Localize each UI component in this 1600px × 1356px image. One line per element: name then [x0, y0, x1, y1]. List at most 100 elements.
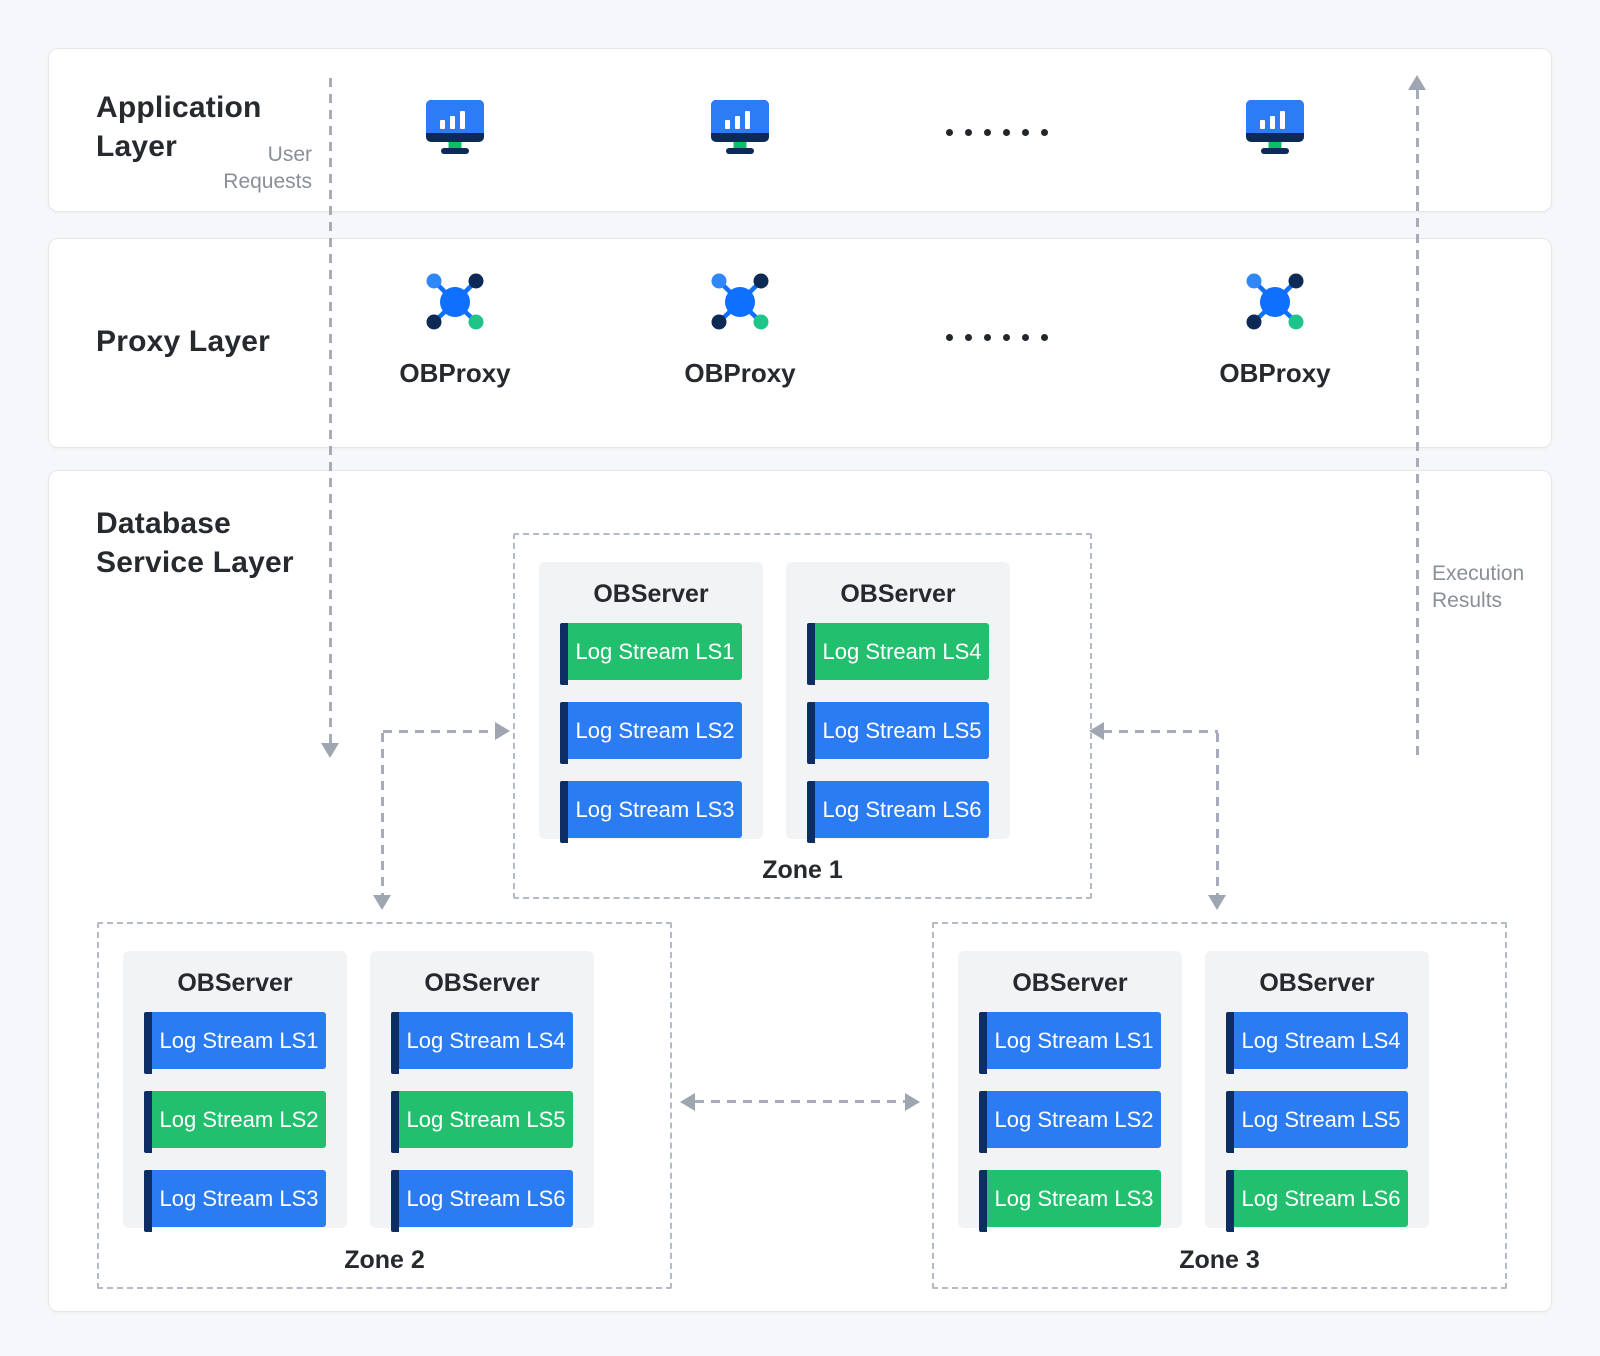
obproxy-label: OBProxy — [684, 358, 796, 388]
observer-card: OBServer Log Stream LS1 Log Stream LS2 L… — [958, 951, 1182, 1232]
zone2-zone3-link-line — [695, 1100, 906, 1103]
client-monitor-icon — [711, 100, 769, 154]
log-stream: Log Stream LS4 — [807, 623, 989, 685]
log-stream: Log Stream LS1 — [560, 623, 742, 685]
dot — [965, 129, 972, 136]
log-stream: Log Stream LS2 — [979, 1091, 1161, 1153]
dot — [965, 334, 972, 341]
log-stream-accent-bar — [807, 781, 815, 843]
log-stream: Log Stream LS2 — [144, 1091, 326, 1153]
obproxy-label: OBProxy — [1219, 358, 1331, 388]
zone-label: Zone 1 — [762, 856, 843, 884]
log-stream: Log Stream LS4 — [1226, 1012, 1408, 1074]
log-stream: Log Stream LS4 — [391, 1012, 573, 1074]
log-stream: Log Stream LS1 — [144, 1012, 326, 1074]
log-stream-accent-bar — [144, 1170, 152, 1232]
zone-label: Zone 2 — [344, 1246, 425, 1274]
log-stream: Log Stream LS5 — [391, 1091, 573, 1153]
execution-results-line2: Results — [1432, 589, 1503, 612]
log-stream-list: Log Stream LS4 Log Stream LS5 Log Stream… — [786, 623, 1010, 843]
log-stream-label: Log Stream LS3 — [987, 1170, 1161, 1227]
log-stream-accent-bar — [391, 1091, 399, 1153]
zone1-link-line-left — [383, 730, 498, 733]
observer-card: OBServer Log Stream LS1 Log Stream LS2 L… — [123, 951, 347, 1232]
log-stream: Log Stream LS3 — [144, 1170, 326, 1232]
user-requests-label: User Requests — [130, 141, 312, 195]
log-stream: Log Stream LS3 — [979, 1170, 1161, 1232]
db-layer-title-line1: Database — [96, 507, 232, 540]
log-stream-accent-bar — [979, 1012, 987, 1074]
log-stream-label: Log Stream LS1 — [568, 623, 742, 680]
log-stream-accent-bar — [144, 1091, 152, 1153]
zone2-link-line — [381, 733, 384, 897]
log-stream-list: Log Stream LS1 Log Stream LS2 Log Stream… — [958, 1012, 1182, 1232]
execution-results-line1: Execution — [1432, 562, 1525, 585]
observer-card: OBServer Log Stream LS4 Log Stream LS5 L… — [786, 562, 1010, 843]
application-layer-title-line1: Application — [96, 91, 262, 124]
proxy-layer-box — [48, 238, 1552, 448]
log-stream-label: Log Stream LS4 — [815, 623, 989, 680]
dot — [984, 334, 991, 341]
user-requests-line2: Requests — [223, 170, 312, 193]
arrow-left-icon — [1089, 722, 1104, 740]
observer-title: OBServer — [840, 580, 956, 608]
log-stream-accent-bar — [979, 1170, 987, 1232]
ellipsis-dots — [946, 129, 1048, 136]
log-stream-label: Log Stream LS5 — [399, 1091, 573, 1148]
obproxy-label: OBProxy — [399, 358, 511, 388]
log-stream-label: Log Stream LS2 — [987, 1091, 1161, 1148]
execution-results-flow-line — [1416, 90, 1419, 760]
log-stream-list: Log Stream LS4 Log Stream LS5 Log Stream… — [1205, 1012, 1429, 1232]
log-stream-label: Log Stream LS6 — [399, 1170, 573, 1227]
log-stream-label: Log Stream LS3 — [568, 781, 742, 838]
log-stream-label: Log Stream LS6 — [815, 781, 989, 838]
log-stream-label: Log Stream LS6 — [1234, 1170, 1408, 1227]
observer-title: OBServer — [1259, 969, 1375, 997]
ellipsis-dots — [946, 334, 1048, 341]
observer-title: OBServer — [177, 969, 293, 997]
zone-3: OBServer Log Stream LS1 Log Stream LS2 L… — [932, 922, 1507, 1289]
log-stream-accent-bar — [807, 623, 815, 685]
log-stream: Log Stream LS1 — [979, 1012, 1161, 1074]
observer-card: OBServer Log Stream LS4 Log Stream LS5 L… — [1205, 951, 1429, 1232]
log-stream: Log Stream LS6 — [391, 1170, 573, 1232]
observer-card: OBServer Log Stream LS4 Log Stream LS5 L… — [370, 951, 594, 1232]
application-layer-title-line2: Layer — [96, 130, 178, 163]
log-stream-label: Log Stream LS4 — [1234, 1012, 1408, 1069]
arrow-right-icon — [905, 1093, 920, 1111]
client-monitor-icon — [426, 100, 484, 154]
log-stream: Log Stream LS5 — [1226, 1091, 1408, 1153]
log-stream: Log Stream LS3 — [560, 781, 742, 843]
dot — [1003, 334, 1010, 341]
obproxy-network-icon — [1246, 273, 1304, 330]
log-stream-label: Log Stream LS1 — [152, 1012, 326, 1069]
arrow-down-icon — [321, 743, 339, 758]
log-stream-accent-bar — [144, 1012, 152, 1074]
log-stream-label: Log Stream LS2 — [568, 702, 742, 759]
log-stream-accent-bar — [560, 781, 568, 843]
execution-results-label: Execution Results — [1432, 560, 1524, 614]
zone3-link-line — [1216, 733, 1219, 897]
zone-2: OBServer Log Stream LS1 Log Stream LS2 L… — [97, 922, 672, 1289]
zone-label: Zone 3 — [1179, 1246, 1260, 1274]
database-service-layer-title: Database Service Layer — [96, 504, 294, 582]
user-requests-flow-line — [329, 78, 332, 746]
log-stream-label: Log Stream LS1 — [987, 1012, 1161, 1069]
log-stream-list: Log Stream LS1 Log Stream LS2 Log Stream… — [539, 623, 763, 843]
log-stream-label: Log Stream LS5 — [1234, 1091, 1408, 1148]
arrow-left-icon — [680, 1093, 695, 1111]
arrow-down-icon — [1208, 895, 1226, 910]
observer-card: OBServer Log Stream LS1 Log Stream LS2 L… — [539, 562, 763, 843]
observer-title: OBServer — [593, 580, 709, 608]
observer-title: OBServer — [1012, 969, 1128, 997]
log-stream-accent-bar — [560, 702, 568, 764]
obproxy-network-icon — [711, 273, 769, 330]
log-stream-accent-bar — [1226, 1091, 1234, 1153]
dot — [1041, 334, 1048, 341]
arrow-right-icon — [495, 722, 510, 740]
log-stream: Log Stream LS2 — [560, 702, 742, 764]
user-requests-line1: User — [267, 143, 312, 166]
log-stream-list: Log Stream LS4 Log Stream LS5 Log Stream… — [370, 1012, 594, 1232]
dot — [1022, 129, 1029, 136]
